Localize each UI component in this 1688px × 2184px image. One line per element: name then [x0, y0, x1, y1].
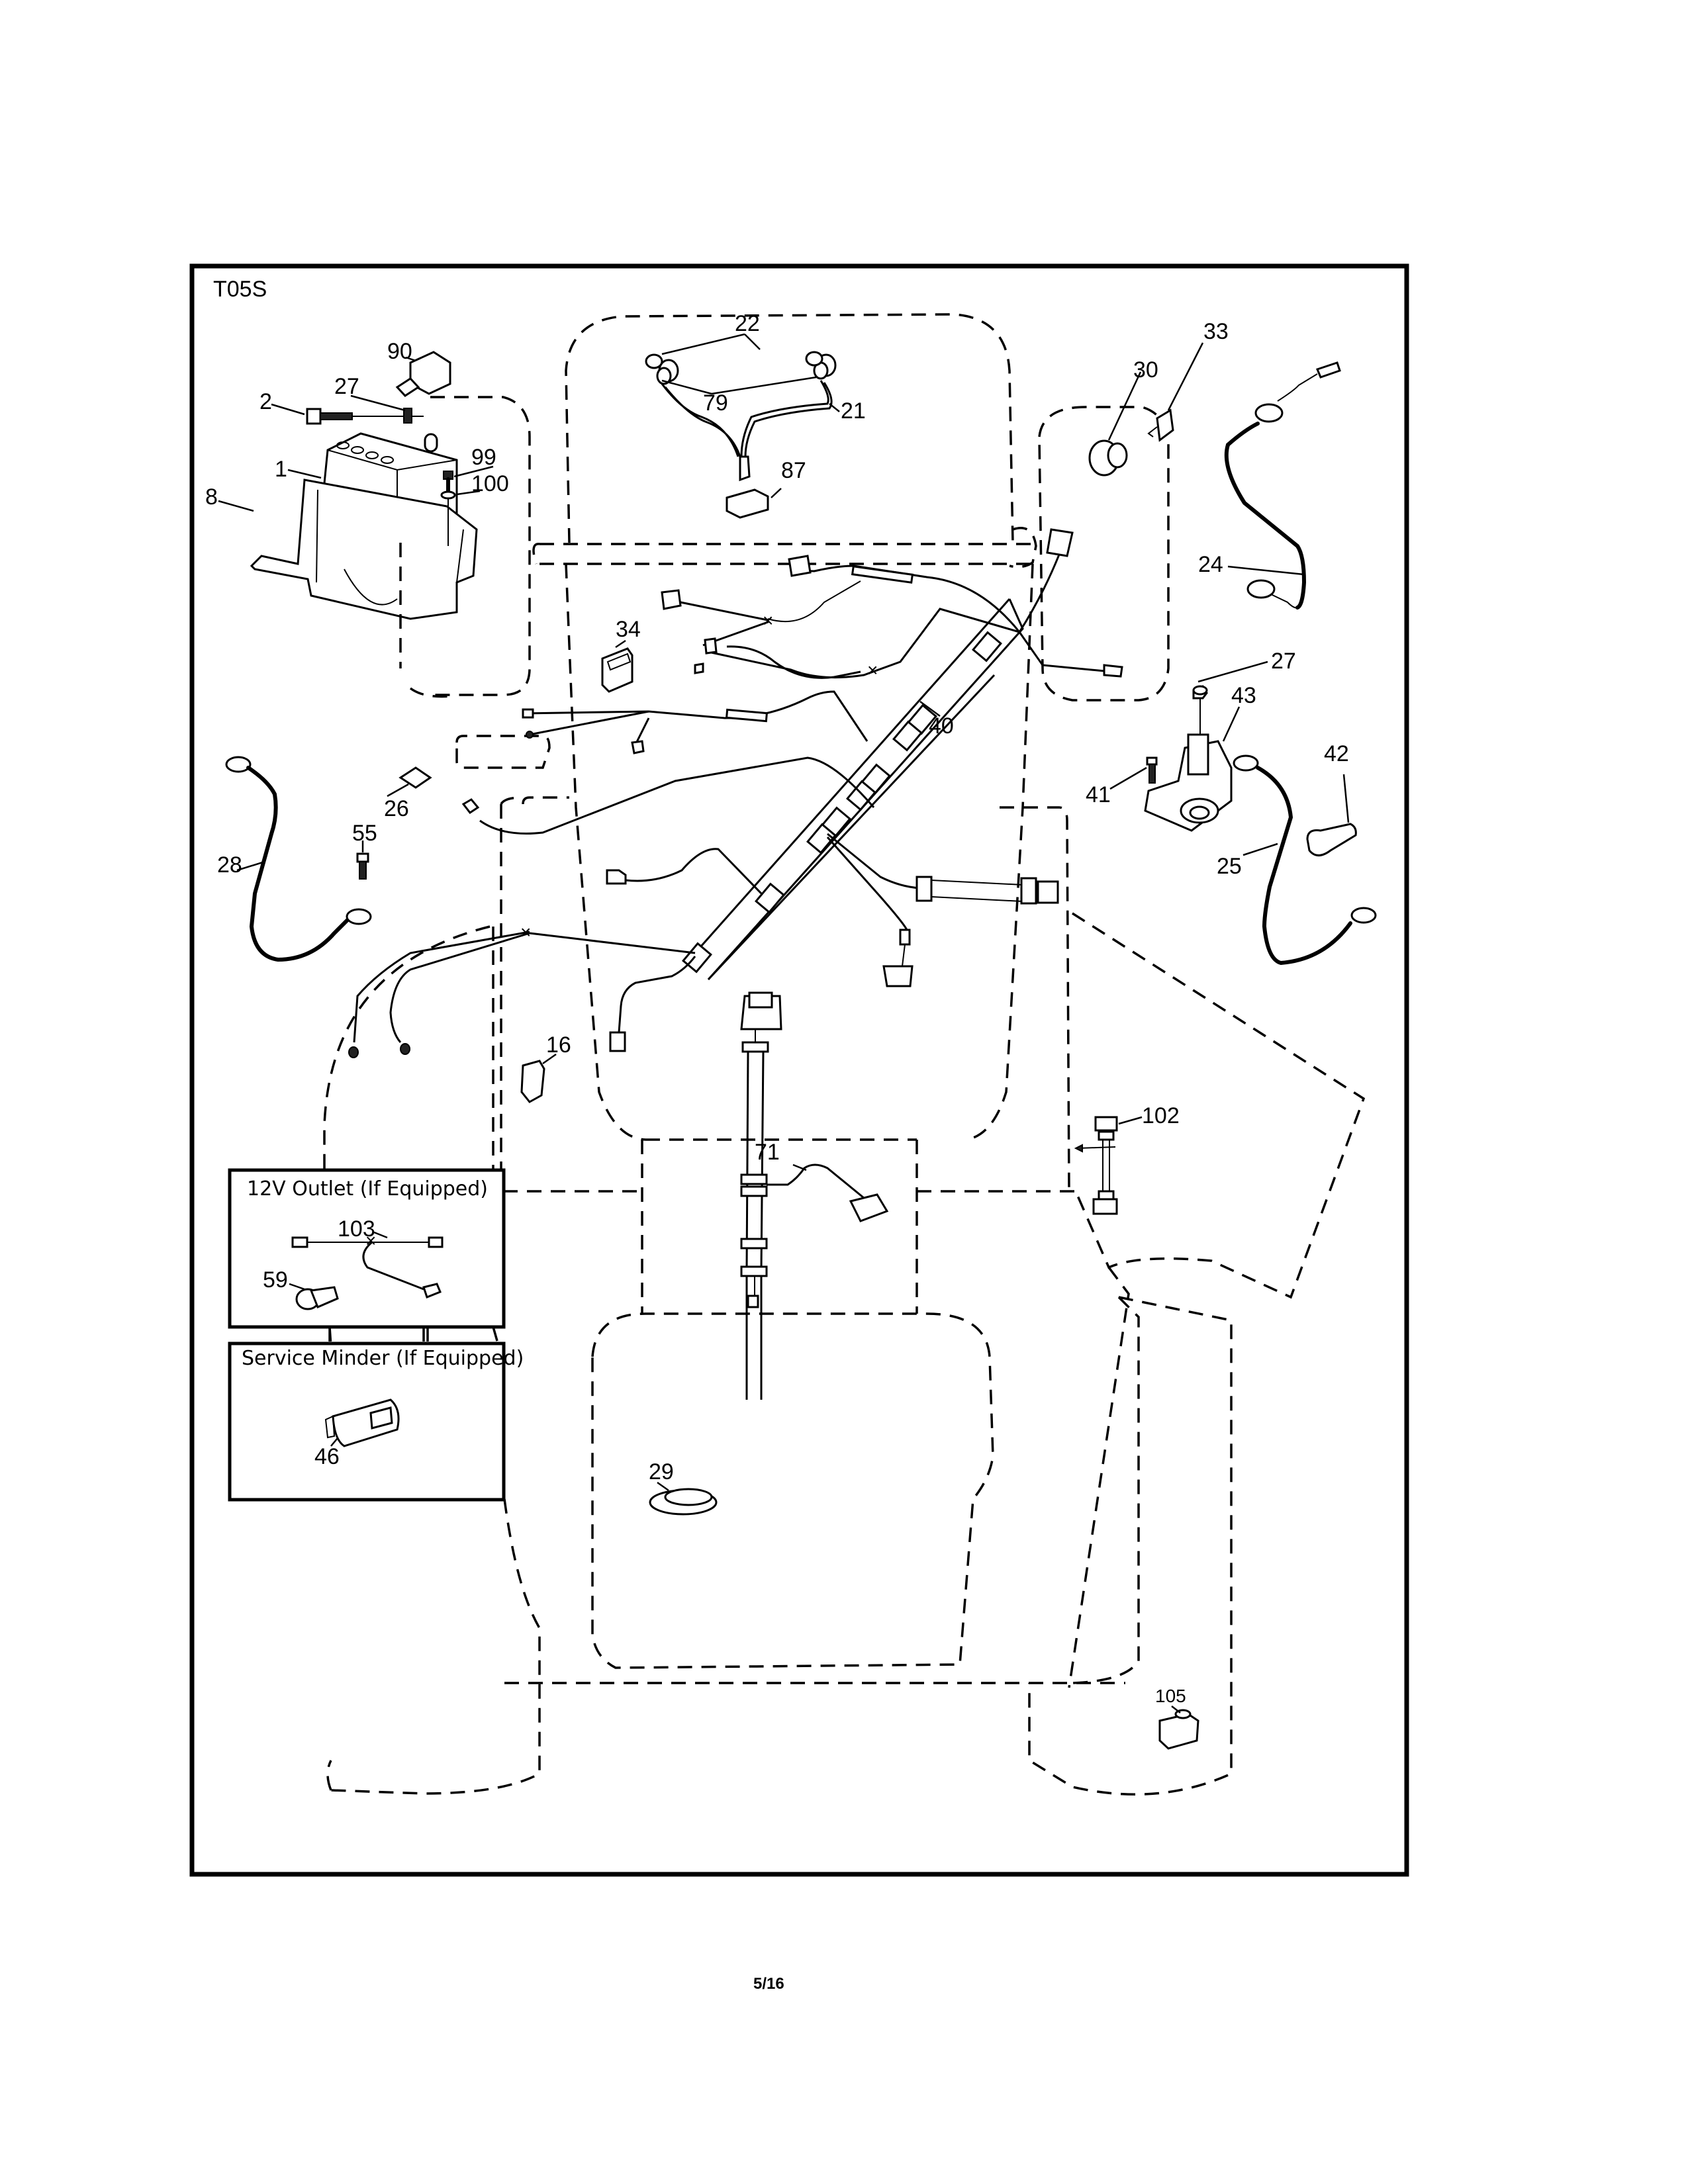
inset-service-minder: Service Minder (If Equipped) 46: [228, 1342, 524, 1502]
callout-30[interactable]: 30: [1133, 357, 1158, 383]
callout-24[interactable]: 24: [1198, 552, 1223, 577]
diagram-code: T05S: [213, 277, 267, 302]
switch-105: [1158, 1713, 1199, 1750]
diagram-frame: [189, 263, 1409, 1877]
callout-22[interactable]: 22: [735, 311, 760, 336]
svg-text:×: ×: [763, 610, 773, 631]
inset-12v-outlet: 12V Outlet (If Equipped) × 103 59: [228, 1168, 506, 1329]
callout-27[interactable]: 27: [334, 374, 359, 399]
callout-40[interactable]: 40: [929, 713, 954, 739]
ignition-key: [1156, 408, 1174, 442]
left-cable-group: 28 55 26 16: [217, 756, 571, 1103]
callout-43[interactable]: 43: [1231, 683, 1256, 708]
seat-switch-connector: [849, 1193, 889, 1222]
callout-102[interactable]: 102: [1142, 1103, 1180, 1128]
inset-title-service-minder: Service Minder (If Equipped): [242, 1347, 524, 1370]
battery-caps: [336, 441, 394, 464]
harness-clips: [682, 631, 1002, 974]
callout-16[interactable]: 16: [546, 1032, 571, 1058]
chassis-outline: [323, 313, 1366, 1796]
callout-46[interactable]: 46: [314, 1444, 340, 1469]
inset-title-12v: 12V Outlet (If Equipped): [247, 1177, 488, 1201]
battery-group: 90 2 27 1 8 99 100: [205, 339, 509, 668]
solenoid-bolt: [1146, 756, 1158, 766]
callout-27[interactable]: 27: [1271, 649, 1296, 674]
callout-1[interactable]: 1: [275, 457, 287, 482]
callout-25[interactable]: 25: [1217, 854, 1242, 879]
fuse-holder: [399, 766, 432, 789]
callout-90[interactable]: 90: [387, 339, 412, 364]
ground-bolt: [356, 852, 369, 863]
callout-79[interactable]: 79: [703, 390, 728, 416]
connector-102: [1094, 1116, 1118, 1132]
callout-33[interactable]: 33: [1203, 319, 1229, 344]
main-harness: × × ×: [348, 528, 1123, 1058]
ignition-group: 30 33 24: [1088, 319, 1341, 610]
hood-outline: [565, 313, 1014, 543]
right-fender-outline: [1072, 912, 1366, 1299]
callout-2[interactable]: 2: [259, 389, 272, 414]
callout-34[interactable]: 34: [616, 617, 641, 642]
callout-41[interactable]: 41: [1086, 782, 1111, 807]
relay: [520, 1060, 545, 1103]
headlight-group: 22 79 21 87: [645, 311, 866, 519]
seat-deck-outline: [591, 1312, 994, 1669]
callout-26[interactable]: 26: [384, 796, 409, 821]
terminal-boot: [1306, 823, 1357, 856]
callout-29[interactable]: 29: [649, 1459, 674, 1484]
pto-switch-group: 34: [601, 617, 641, 693]
left-rear-wheel-outline: [330, 1498, 541, 1795]
callout-103[interactable]: 103: [338, 1216, 375, 1242]
plunger-switch: [726, 488, 769, 519]
callout-42[interactable]: 42: [1324, 741, 1349, 766]
page-number: 5/16: [753, 1975, 784, 1993]
callout-71[interactable]: 71: [755, 1140, 780, 1165]
solenoid-group: 27 43 41 25 42: [1086, 649, 1377, 966]
connector: [1046, 528, 1074, 557]
callout-21[interactable]: 21: [841, 398, 866, 424]
callout-99[interactable]: 99: [471, 445, 496, 470]
svg-text:×: ×: [867, 660, 878, 680]
ignition-area-outline: [1038, 406, 1170, 702]
callout-55[interactable]: 55: [352, 821, 377, 846]
callout-28[interactable]: 28: [217, 852, 242, 878]
rear-harness: 71 29: [649, 991, 889, 1516]
callout-8[interactable]: 8: [205, 484, 218, 510]
callout-87[interactable]: 87: [781, 458, 806, 483]
callout-105[interactable]: 105: [1155, 1686, 1186, 1706]
callout-59[interactable]: 59: [263, 1267, 288, 1293]
rear-right-group: 102 105: [1074, 1103, 1199, 1750]
headlight-connector: [739, 455, 751, 482]
left-rear-fender: [323, 925, 491, 1171]
callout-100[interactable]: 100: [471, 471, 509, 496]
battery-bolt: [306, 408, 322, 425]
rocker-switch: [601, 647, 633, 693]
